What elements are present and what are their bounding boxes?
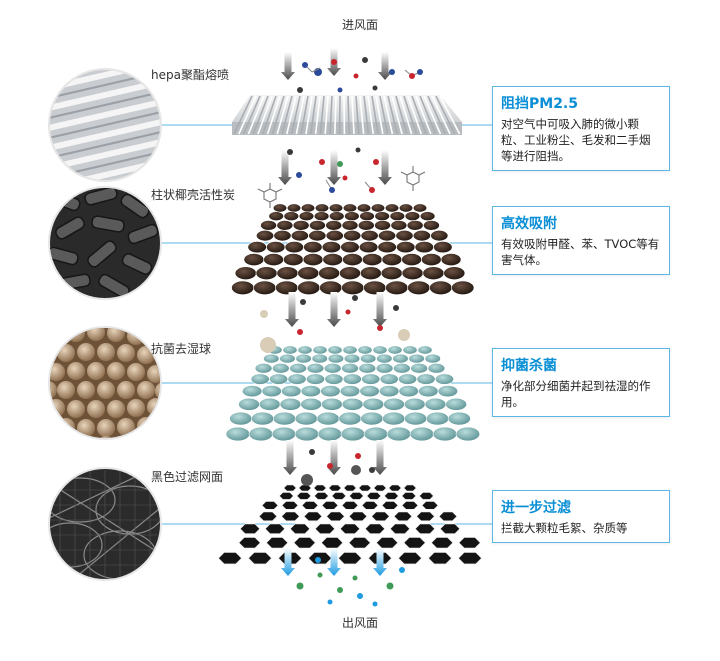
material-label-mesh: 黑色过滤网面 <box>151 470 224 484</box>
material-circle-carbon <box>48 186 162 300</box>
material-circle-mesh <box>48 467 162 581</box>
particle-icon <box>315 557 405 607</box>
card-description: 净化部分细菌并起到祛湿的作用。 <box>501 379 651 409</box>
particle-icon <box>296 68 395 178</box>
card-title: 高效吸附 <box>501 216 557 232</box>
info-card-antibacterial: 抑菌杀菌 净化部分细菌并起到祛湿的作用。 <box>492 348 670 417</box>
card-description: 对空气中可吸入肺的微小颗粒、工业粉尘、毛发和二手烟等进行阻挡。 <box>501 117 651 163</box>
mesh-layer <box>217 484 483 565</box>
material-label-beads: 抗菌去湿球 <box>151 342 212 356</box>
molecule-icon <box>302 62 423 193</box>
hepa-layer <box>232 95 462 135</box>
benzene-icon <box>400 166 426 191</box>
material-label-carbon: 柱状椰壳活性炭 <box>151 188 236 202</box>
benzene-icon <box>257 183 283 208</box>
particle-icon <box>297 59 383 469</box>
particle-icon <box>301 465 361 486</box>
connector-lines <box>160 124 492 525</box>
card-title: 抑菌杀菌 <box>501 358 557 374</box>
particle-icon <box>296 161 394 593</box>
card-title: 阻挡PM2.5 <box>501 96 578 112</box>
particles <box>260 57 423 607</box>
carbon-layer <box>231 203 475 295</box>
card-description: 有效吸附甲醛、苯、TVOC等有害气体。 <box>501 237 660 267</box>
outlet-label: 出风面 <box>341 616 378 630</box>
molecule-icon <box>369 73 415 193</box>
inlet-label: 进风面 <box>341 18 378 32</box>
material-label-hepa: hepa聚酯熔喷 <box>151 68 229 82</box>
info-card-adsorption: 高效吸附 有效吸附甲醛、苯、TVOC等有害气体。 <box>492 206 670 275</box>
card-description: 拦截大颗粒毛絮、杂质等 <box>501 521 628 535</box>
card-title: 进一步过滤 <box>501 500 571 516</box>
particle-icon <box>287 57 399 473</box>
particle-icon <box>260 310 410 353</box>
info-card-pm25: 阻挡PM2.5 对空气中可吸入肺的微小颗粒、工业粉尘、毛发和二手烟等进行阻挡。 <box>492 86 670 171</box>
antibacterial-ball-layer <box>225 345 481 442</box>
info-card-further-filter: 进一步过滤 拦截大颗粒毛絮、杂质等 <box>492 490 670 543</box>
